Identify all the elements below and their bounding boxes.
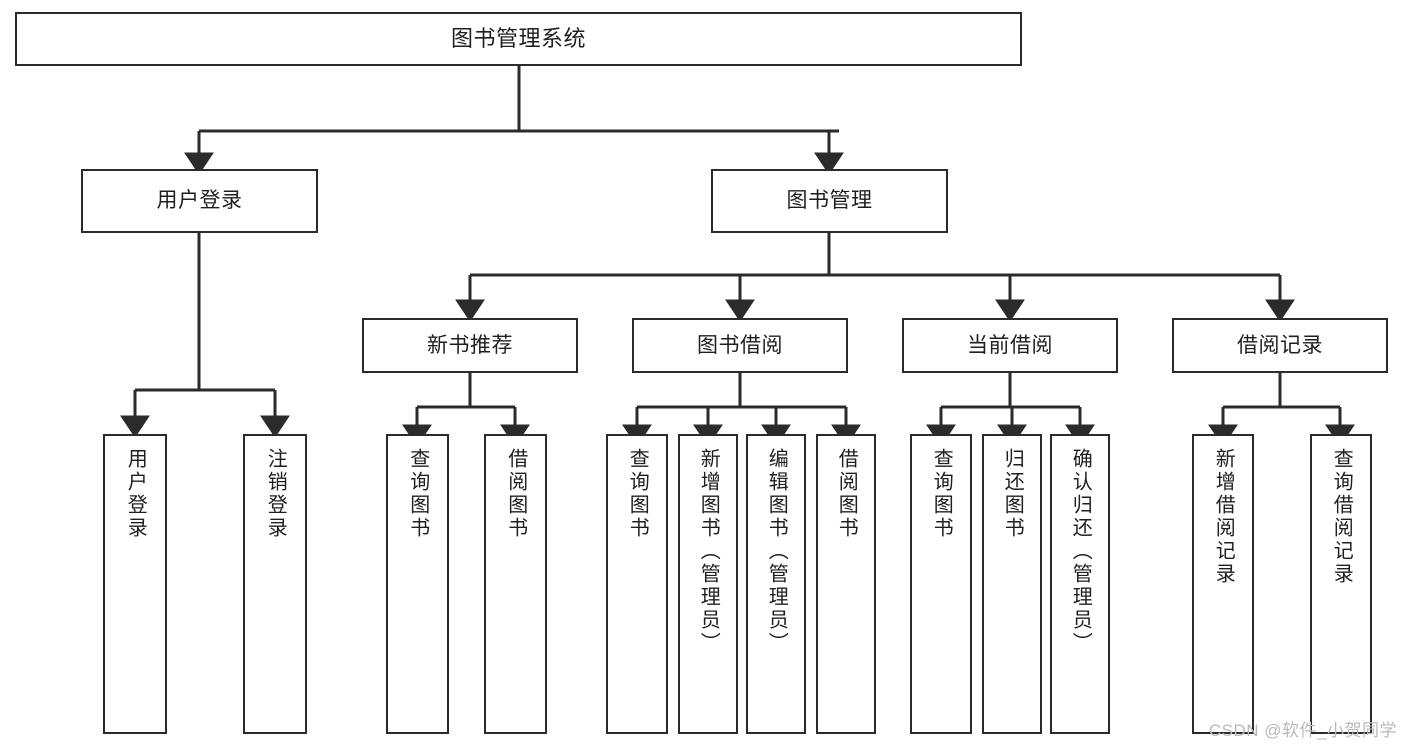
node-leaf-borrow-add-book[interactable]: 新增图书（管理员） [678, 434, 738, 734]
node-book-borrow[interactable]: 图书借阅 [632, 318, 848, 373]
node-leaf-current-confirm-return-label: 确认归还（管理员） [1069, 448, 1092, 655]
node-new-book-recommend-label: 新书推荐 [427, 333, 513, 357]
node-new-book-recommend[interactable]: 新书推荐 [362, 318, 578, 373]
node-leaf-record-add-record-label: 新增借阅记录 [1212, 448, 1235, 586]
node-leaf-current-return-book[interactable]: 归还图书 [982, 434, 1042, 734]
node-leaf-user-login-signin-label: 用户登录 [124, 448, 147, 540]
node-user-login-label: 用户登录 [156, 189, 243, 213]
node-leaf-borrow-add-book-label: 新增图书（管理员） [697, 448, 720, 655]
node-leaf-record-add-record[interactable]: 新增借阅记录 [1192, 434, 1254, 734]
node-current-borrow[interactable]: 当前借阅 [902, 318, 1118, 373]
node-user-login[interactable]: 用户登录 [81, 169, 318, 233]
node-book-management-label: 图书管理 [786, 189, 873, 213]
node-leaf-recommend-query-book-label: 查询图书 [406, 448, 429, 540]
node-leaf-current-confirm-return[interactable]: 确认归还（管理员） [1050, 434, 1110, 734]
node-leaf-borrow-query-book-label: 查询图书 [626, 448, 649, 540]
node-leaf-current-query-book[interactable]: 查询图书 [910, 434, 972, 734]
node-leaf-recommend-borrow-book[interactable]: 借阅图书 [484, 434, 547, 734]
node-leaf-borrow-edit-book[interactable]: 编辑图书（管理员） [746, 434, 806, 734]
node-leaf-borrow-borrow-book[interactable]: 借阅图书 [816, 434, 876, 734]
node-leaf-recommend-borrow-book-label: 借阅图书 [504, 448, 527, 540]
node-leaf-user-login-signout-label: 注销登录 [264, 448, 287, 540]
node-leaf-recommend-query-book[interactable]: 查询图书 [386, 434, 449, 734]
node-leaf-borrow-edit-book-label: 编辑图书（管理员） [765, 448, 788, 655]
node-book-management[interactable]: 图书管理 [711, 169, 948, 233]
node-borrow-record-label: 借阅记录 [1237, 333, 1323, 357]
node-leaf-current-return-book-label: 归还图书 [1001, 448, 1024, 540]
node-borrow-record[interactable]: 借阅记录 [1172, 318, 1388, 373]
node-leaf-user-login-signout[interactable]: 注销登录 [243, 434, 307, 734]
node-leaf-current-query-book-label: 查询图书 [930, 448, 953, 540]
node-leaf-record-query-record-label: 查询借阅记录 [1330, 448, 1353, 586]
node-book-borrow-label: 图书借阅 [697, 333, 783, 357]
node-leaf-borrow-borrow-book-label: 借阅图书 [835, 448, 858, 540]
csdn-watermark: CSDN @软件_小贺同学 [1208, 721, 1397, 740]
node-root-system-label: 图书管理系统 [450, 25, 586, 51]
node-leaf-user-login-signin[interactable]: 用户登录 [103, 434, 167, 734]
node-current-borrow-label: 当前借阅 [967, 333, 1053, 357]
node-leaf-record-query-record[interactable]: 查询借阅记录 [1310, 434, 1372, 734]
node-root-system[interactable]: 图书管理系统 [15, 12, 1022, 66]
node-leaf-borrow-query-book[interactable]: 查询图书 [606, 434, 668, 734]
